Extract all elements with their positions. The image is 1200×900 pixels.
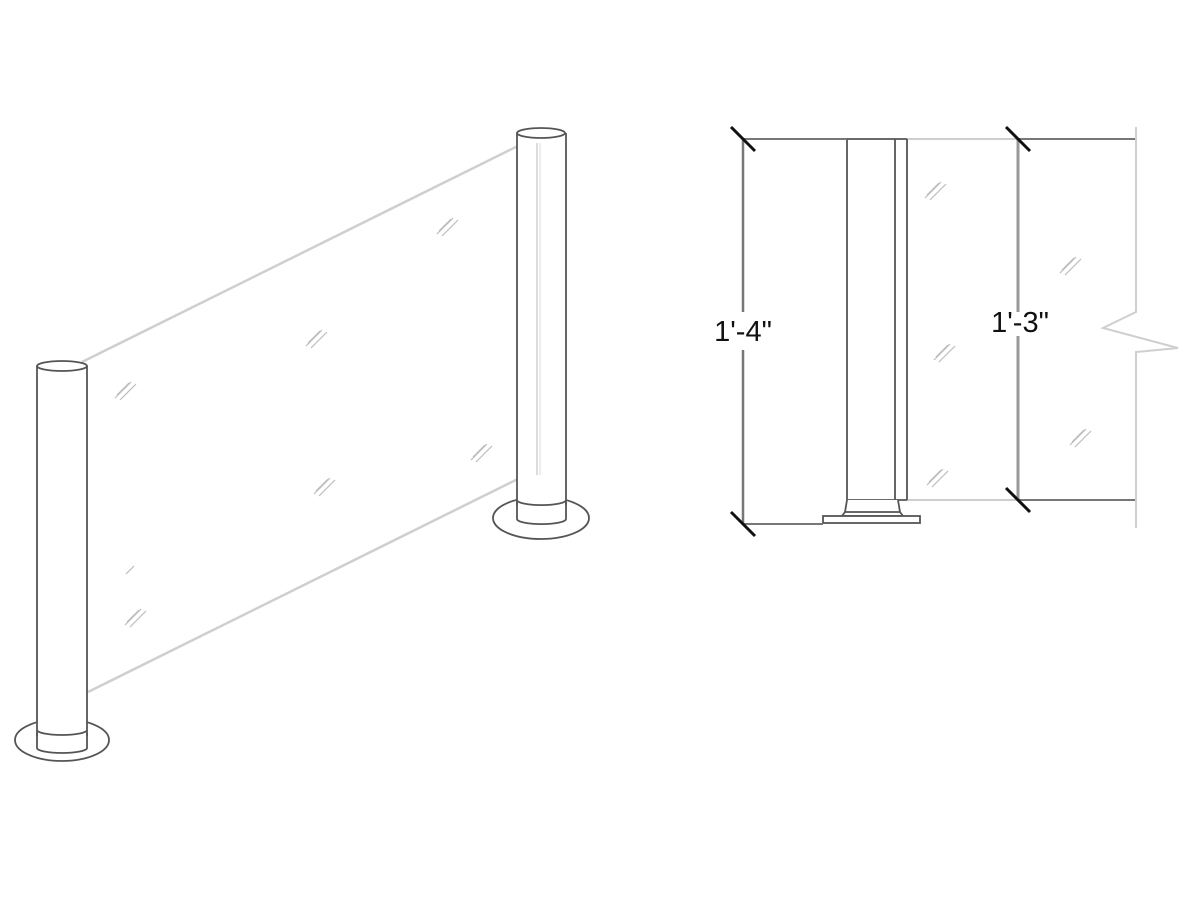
dimension-label-glass-height: 1'-3"	[991, 307, 1049, 339]
left-post-base-collar	[36, 733, 88, 754]
elevation-post-base-plate	[822, 515, 921, 524]
dimension-label-post-height: 1'-4"	[714, 316, 772, 348]
dimension-tick-bottom	[1004, 486, 1032, 514]
dimension-tick-top	[1004, 125, 1032, 153]
elevation-glass-hatch-marks	[924, 181, 1092, 488]
elevation-glass	[907, 127, 1179, 528]
dimension-glass-height: 1'-3"	[991, 125, 1049, 514]
isometric-view	[14, 127, 590, 762]
right-post-top	[516, 127, 566, 139]
left-post	[14, 360, 110, 762]
glass-panel	[81, 133, 541, 694]
elevation-view: 1'-4" 1'-3"	[714, 125, 1179, 538]
right-post	[492, 127, 590, 540]
elevation-post	[822, 138, 921, 524]
dimension-post-height: 1'-4"	[714, 125, 847, 538]
break-line	[1100, 127, 1179, 528]
left-post-top	[36, 360, 88, 372]
right-post-base-collar	[516, 502, 567, 525]
dimension-tick-bottom	[729, 510, 757, 538]
glass-hatch-marks	[114, 217, 493, 628]
dimension-tick-top	[729, 125, 757, 153]
elevation-post-collar	[843, 499, 902, 513]
